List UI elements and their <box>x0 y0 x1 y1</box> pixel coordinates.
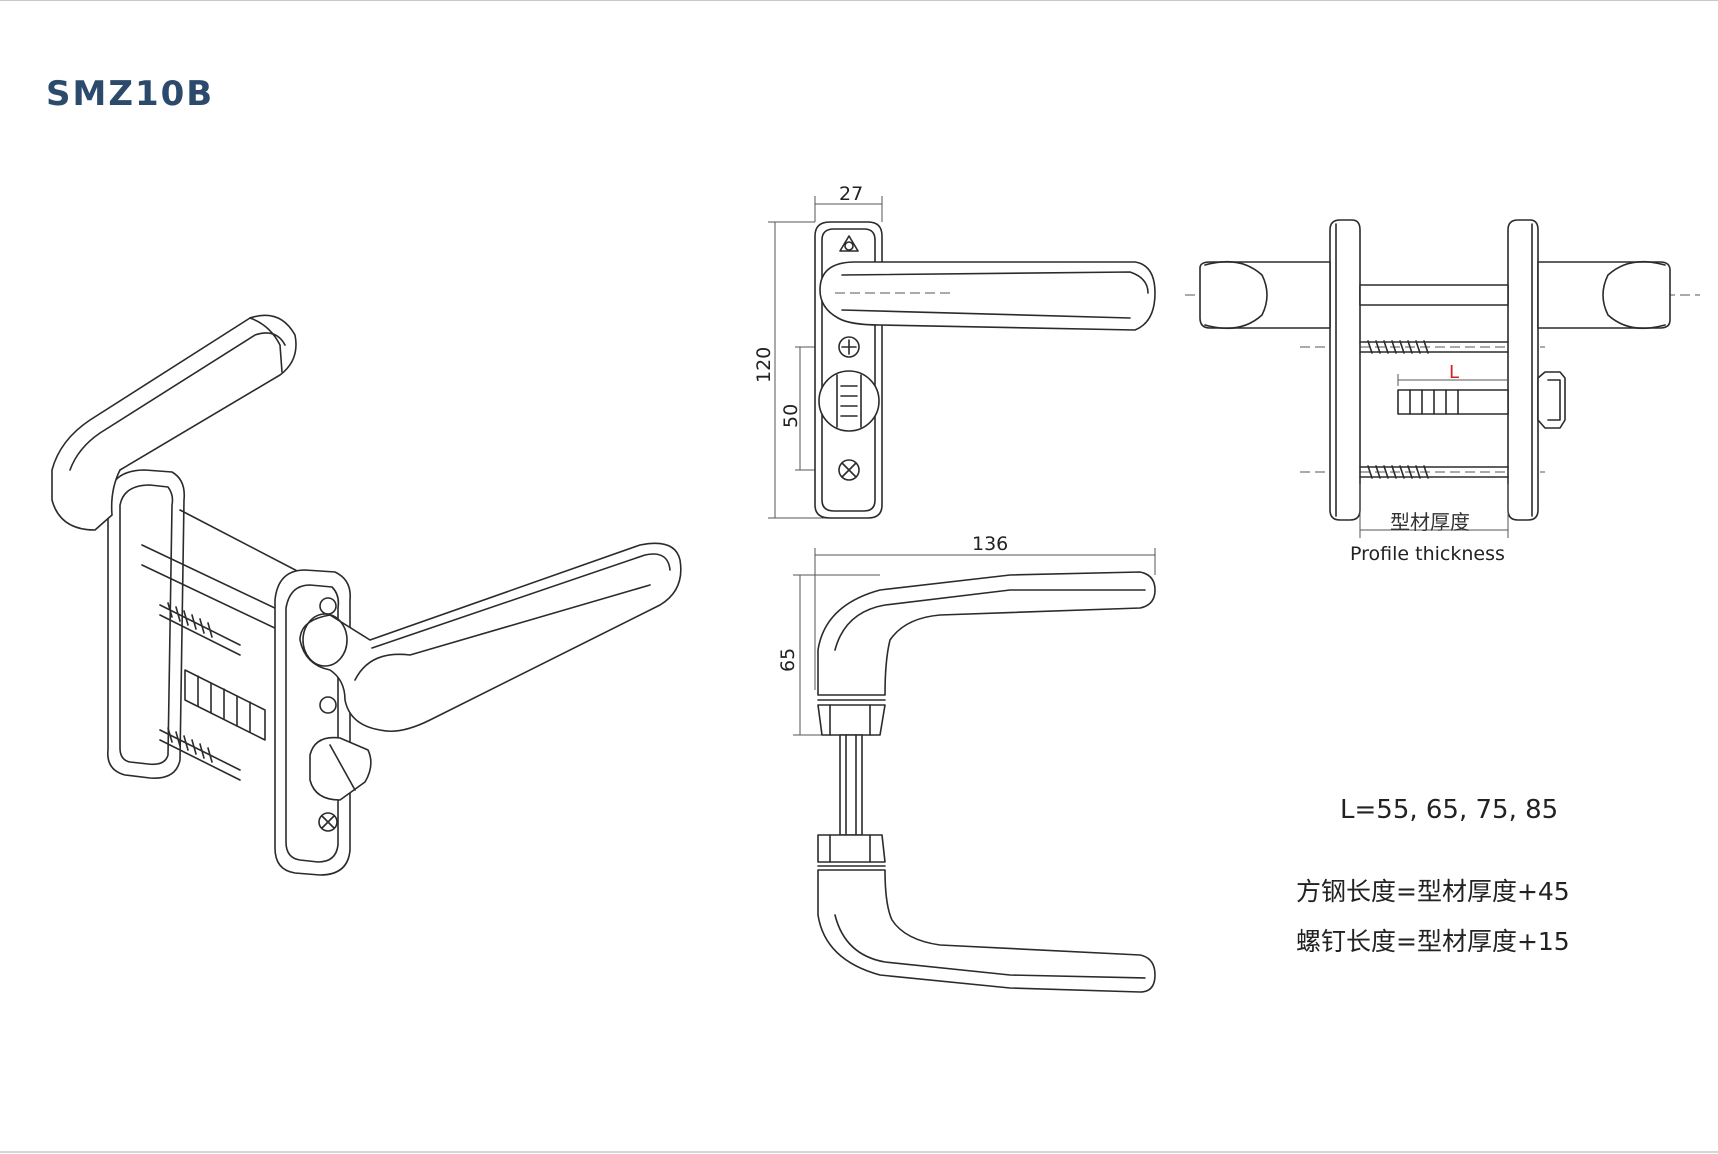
front-elevation-view: 27 120 50 <box>753 183 1156 519</box>
bottom-border <box>0 1151 1718 1153</box>
square-steel-formula: 方钢长度=型材厚度+45 <box>1296 877 1570 906</box>
dim-height: 120 <box>753 347 775 383</box>
product-title: SMZ10B <box>46 74 215 114</box>
dim-handle-length: 136 <box>972 533 1008 555</box>
isometric-handle-view <box>51 314 682 876</box>
side-elevation-view: 136 65 <box>777 533 1156 993</box>
dim-width: 27 <box>839 183 863 205</box>
l-values-note: L=55, 65, 75, 85 <box>1340 795 1559 825</box>
dim-hole-spacing: 50 <box>780 404 802 428</box>
dim-handle-height: 65 <box>777 648 799 672</box>
top-border <box>0 0 1718 1</box>
section-assembly-view <box>1185 219 1700 538</box>
screw-length-formula: 螺钉长度=型材厚度+15 <box>1296 927 1570 956</box>
profile-thickness-label-cn: 型材厚度 <box>1390 510 1470 534</box>
profile-thickness-label-en: Profile thickness <box>1350 543 1505 565</box>
l-dimension-label: L <box>1449 362 1460 383</box>
